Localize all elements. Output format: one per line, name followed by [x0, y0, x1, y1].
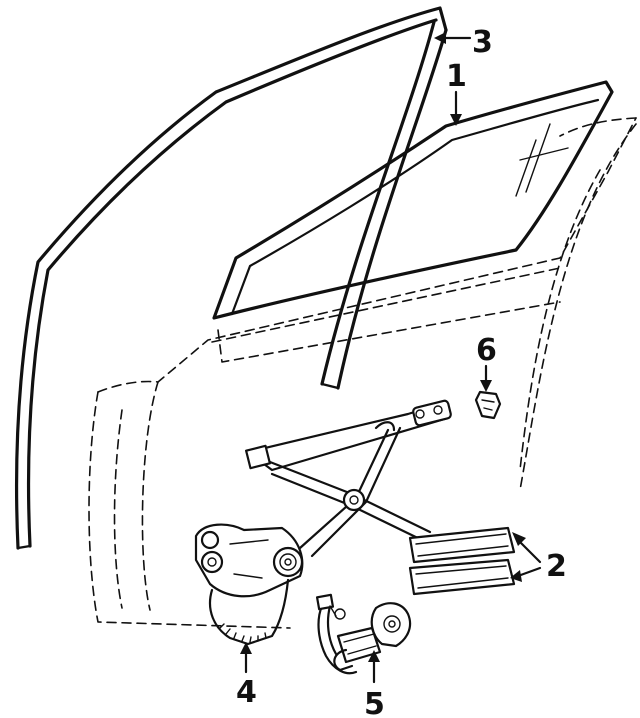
window-glass	[212, 80, 614, 320]
callout-2: 2	[546, 549, 567, 584]
window-motor	[315, 593, 412, 675]
callout-1: 1	[446, 59, 467, 94]
window-regulator	[194, 399, 452, 646]
callout-4: 4	[236, 675, 257, 710]
callout-3: 3	[472, 25, 493, 60]
callout-5: 5	[364, 687, 385, 718]
door-outline-dashed	[88, 117, 637, 629]
run-channel	[320, 20, 448, 390]
door-frame-seal	[15, 6, 448, 550]
leader-lines	[240, 32, 542, 684]
regulator-rails	[408, 526, 516, 596]
callout-6: 6	[476, 333, 497, 368]
clip	[474, 390, 502, 420]
